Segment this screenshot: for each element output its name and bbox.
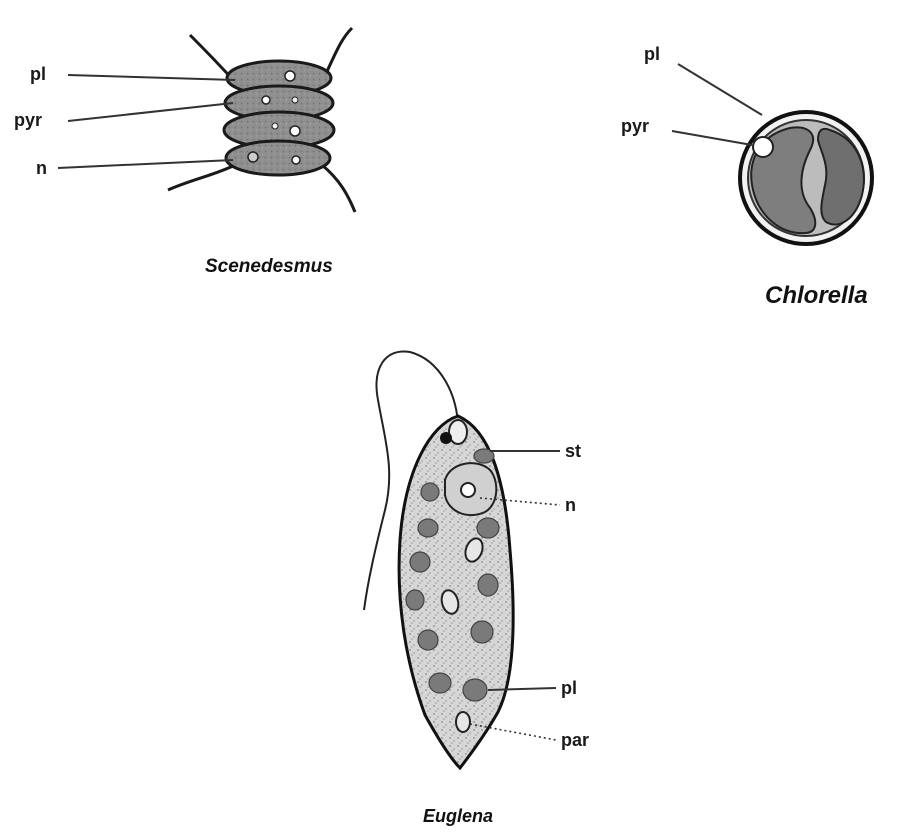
chlorella-pyr-leader bbox=[672, 131, 752, 145]
chlorella-pyr-label: pyr bbox=[621, 116, 649, 136]
scenedesmus-pyr-leader bbox=[68, 103, 233, 121]
scenedesmus-nucleus bbox=[248, 152, 258, 162]
scenedesmus-pyrenoid bbox=[262, 96, 270, 104]
chlorella-pl-leader bbox=[678, 64, 762, 115]
scenedesmus-spine bbox=[322, 165, 355, 212]
euglena-reservoir bbox=[449, 420, 467, 444]
euglena-pl-label: pl bbox=[561, 678, 577, 698]
euglena-figure: st n pl par Euglena bbox=[364, 351, 589, 826]
scenedesmus-spine bbox=[168, 165, 235, 190]
euglena-chloroplast bbox=[477, 518, 499, 538]
euglena-chloroplast bbox=[478, 574, 498, 596]
scenedesmus-pyrenoid bbox=[285, 71, 295, 81]
scenedesmus-figure: pl pyr n Scenedesmus bbox=[14, 28, 355, 277]
euglena-chloroplast bbox=[471, 621, 493, 643]
euglena-par-label: par bbox=[561, 730, 589, 750]
chlorella-title: Chlorella bbox=[765, 282, 868, 309]
euglena-chloroplast bbox=[410, 552, 430, 572]
scenedesmus-pl-label: pl bbox=[30, 64, 46, 84]
euglena-chloroplast bbox=[421, 483, 439, 501]
euglena-chloroplast bbox=[406, 590, 424, 610]
euglena-chloroplast bbox=[463, 679, 487, 701]
euglena-chloroplast bbox=[418, 519, 438, 537]
euglena-paramylon bbox=[456, 712, 470, 732]
scenedesmus-pyr-label: pyr bbox=[14, 110, 42, 130]
scenedesmus-pl-leader bbox=[68, 75, 235, 80]
euglena-n-label: n bbox=[565, 495, 576, 515]
chlorella-figure: pl pyr Chlorella bbox=[621, 44, 872, 309]
euglena-chloroplast bbox=[418, 630, 438, 650]
euglena-st-label: st bbox=[565, 441, 581, 461]
scenedesmus-pyrenoid bbox=[290, 126, 300, 136]
euglena-title: Euglena bbox=[423, 806, 493, 826]
chlorella-pl-label: pl bbox=[644, 44, 660, 64]
euglena-nucleolus bbox=[461, 483, 475, 497]
scenedesmus-cell bbox=[226, 141, 330, 175]
scenedesmus-pyrenoid bbox=[292, 156, 300, 164]
scenedesmus-n-leader bbox=[58, 160, 233, 168]
scenedesmus-pyrenoid bbox=[272, 123, 278, 129]
chlorella-pyrenoid bbox=[753, 137, 773, 157]
scenedesmus-pyrenoid bbox=[292, 97, 298, 103]
euglena-chloroplast bbox=[429, 673, 451, 693]
scenedesmus-n-label: n bbox=[36, 158, 47, 178]
scenedesmus-title: Scenedesmus bbox=[205, 256, 333, 277]
euglena-stigma bbox=[440, 432, 452, 444]
